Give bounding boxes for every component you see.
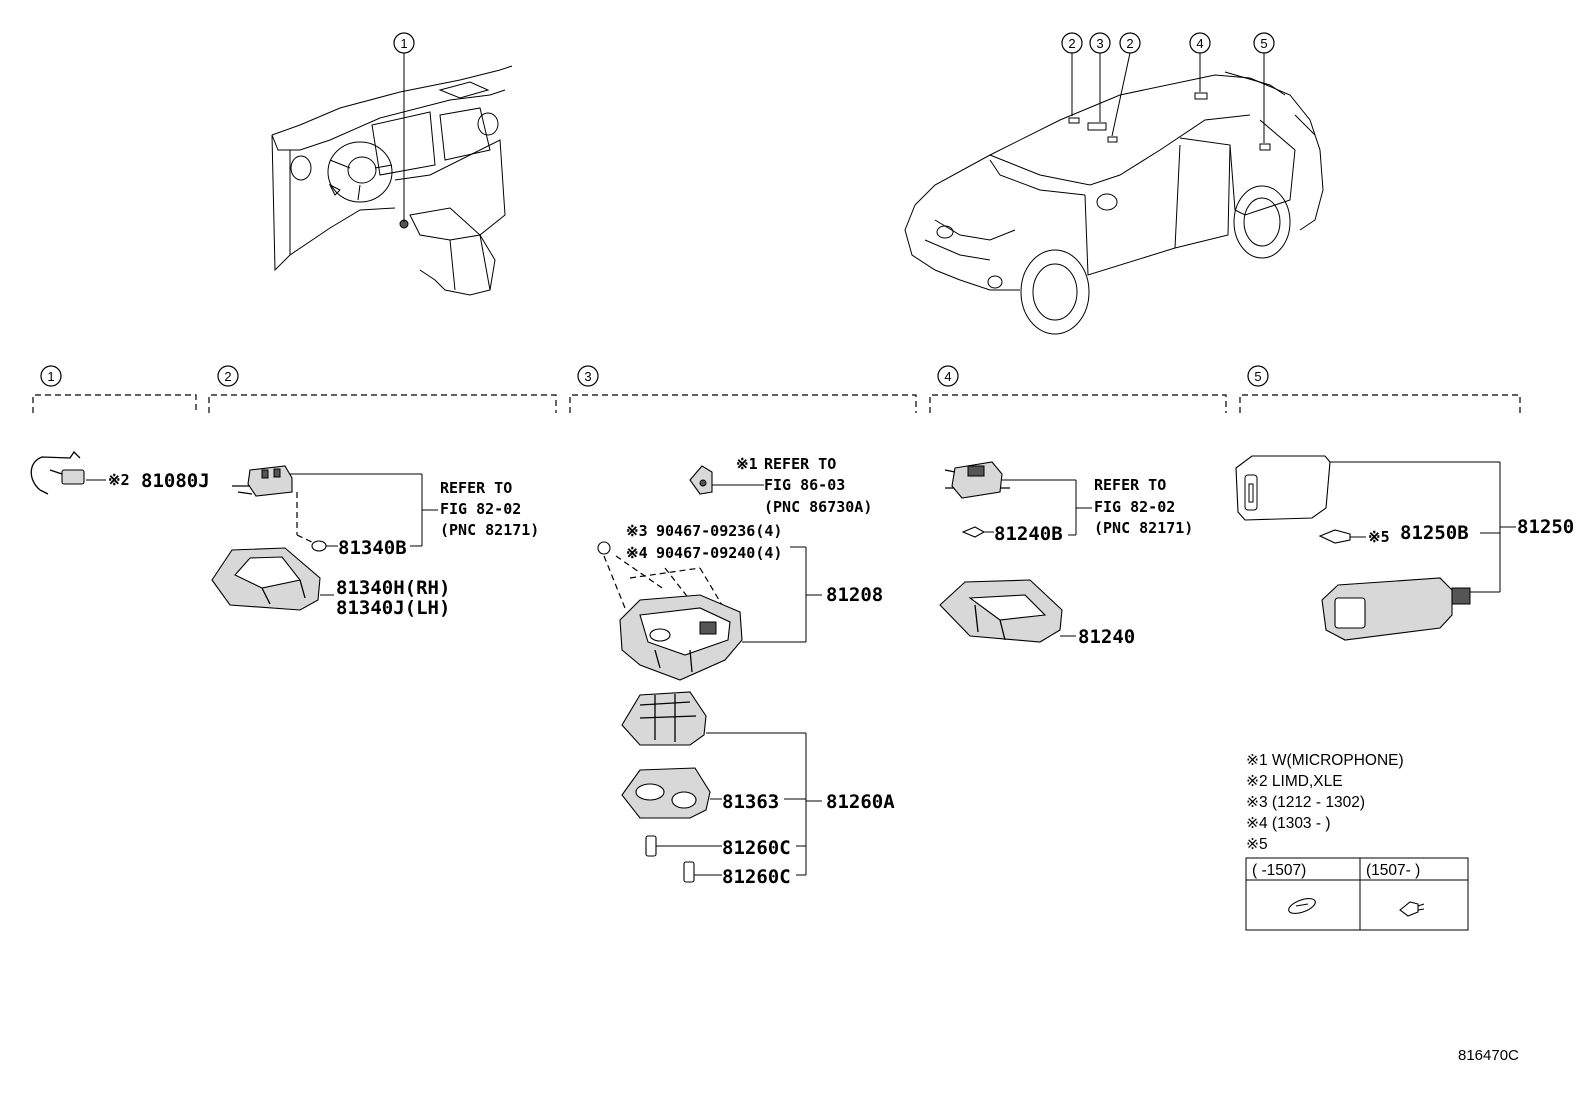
section4-refer-line1: REFER TO [1094,476,1166,494]
dashboard-illustration [271,65,513,296]
callout-2a-top-label: 2 [1068,36,1075,51]
section4-refer-line2: FIG 82-02 [1094,498,1175,516]
callout-4-top-label: 4 [1196,36,1203,51]
festoon-bulb-icon-1 [645,835,657,857]
section3-screw2-mark: ※4 [626,544,648,562]
note-2: ※2 LIMD,XLE [1246,773,1343,790]
section2-refer-line1: REFER TO [440,479,512,497]
lens-part [621,767,711,819]
map-lamp-housing-part [211,547,321,611]
part-number-90467-09236[interactable]: 90467-09236(4) [656,522,782,540]
callout-2b-top [1119,32,1141,54]
diagram-code: 816470C [1458,1047,1519,1064]
socket-part [232,465,293,497]
festoon-bulb-icon-2 [683,861,695,883]
callout-2b-top-label: 2 [1126,36,1133,51]
part-number-81250B[interactable]: 81250B [1400,522,1469,544]
vehicle-illustration [904,71,1324,335]
section3-mark1: ※1 [736,455,758,473]
section3-refer-line1: REFER TO [764,455,836,473]
bulb-icon-4 [961,526,986,538]
callout-3-top [1089,32,1111,54]
part-number-81340H[interactable]: 81340H(RH) [336,577,450,599]
section3-refer-line3: (PNC 86730A) [764,498,872,516]
section5-mark: ※5 [1368,528,1390,546]
top-callouts: 1 2 3 2 4 5 [393,32,1275,222]
section4-refer-line3: (PNC 82171) [1094,519,1193,537]
section-4: REFER TO FIG 82-02 (PNC 82171) 81240B 81… [939,461,1193,648]
part-number-81250[interactable]: 81250 [1517,516,1574,538]
screw-icon [597,541,611,555]
old-bulb-icon [1288,898,1316,914]
note-3: ※3 (1212 - 1302) [1246,794,1365,811]
callout-3-top-label: 3 [1096,36,1103,51]
section2-refer-line2: FIG 82-02 [440,500,521,518]
overhead-console-part [619,594,743,681]
new-bulb-icon [1399,901,1425,917]
part-number-81340B[interactable]: 81340B [338,537,407,559]
part-number-81260C-2[interactable]: 81260C [722,866,791,888]
part-number-81363[interactable]: 81363 [722,791,779,813]
part-number-81208[interactable]: 81208 [826,584,883,606]
section-2: 81340B REFER TO FIG 82-02 (PNC 82171) 81… [211,465,539,619]
note-4: ※4 (1303 - ) [1246,815,1331,832]
callout-1-top-label: 1 [400,36,407,51]
lens-cover-part [1235,455,1331,521]
section3-refer-line2: FIG 86-03 [764,476,845,494]
callout-1-top [393,32,415,54]
bulb-icon [311,540,327,552]
section3-screw1-mark: ※3 [626,522,648,540]
part-number-81340J[interactable]: 81340J(LH) [336,597,450,619]
callout-5-top-label: 5 [1260,36,1267,51]
section-4-label: 4 [944,369,951,384]
table-col2-header: (1507- ) [1366,862,1420,879]
bulb-type-table: ( -1507) (1507- ) [1245,857,1469,931]
section-3: ※1 REFER TO FIG 86-03 (PNC 86730A) ※3 90… [597,455,895,888]
section-headers: 1 2 3 4 5 [32,365,1521,413]
part-number-90467-09240[interactable]: 90467-09240(4) [656,544,782,562]
part-number-81240[interactable]: 81240 [1078,626,1135,648]
section-1: ※2 81080J [30,450,210,495]
section-1-label: 1 [47,369,54,384]
notes-block: ※1 W(MICROPHONE) ※2 LIMD,XLE ※3 (1212 - … [1245,752,1469,931]
section-3-label: 3 [584,369,591,384]
lamp-housing-part-4 [939,579,1063,643]
lamp-assy-part [621,691,707,746]
part-number-81260C-1[interactable]: 81260C [722,837,791,859]
part-number-81260A[interactable]: 81260A [826,791,895,813]
section2-refer-line3: (PNC 82171) [440,521,539,539]
part-number-81080J[interactable]: 81080J [141,470,210,492]
wedge-bulb-icon [1318,529,1351,544]
section-5: 81250 ※5 81250B [1235,455,1574,641]
section1-mark: ※2 [108,471,130,489]
section-2-label: 2 [224,369,231,384]
section-5-label: 5 [1254,369,1261,384]
note-5: ※5 [1246,836,1268,853]
callout-4-top [1189,32,1211,54]
wire-harness-part [30,450,85,495]
callout-2a-top [1061,32,1083,54]
microphone-part [689,465,713,495]
table-col1-header: ( -1507) [1252,862,1306,879]
part-number-81240B[interactable]: 81240B [994,523,1063,545]
trunk-lamp-part [1321,577,1471,641]
callout-5-top [1253,32,1275,54]
note-1: ※1 W(MICROPHONE) [1246,752,1404,769]
socket-part-4 [944,461,1010,499]
